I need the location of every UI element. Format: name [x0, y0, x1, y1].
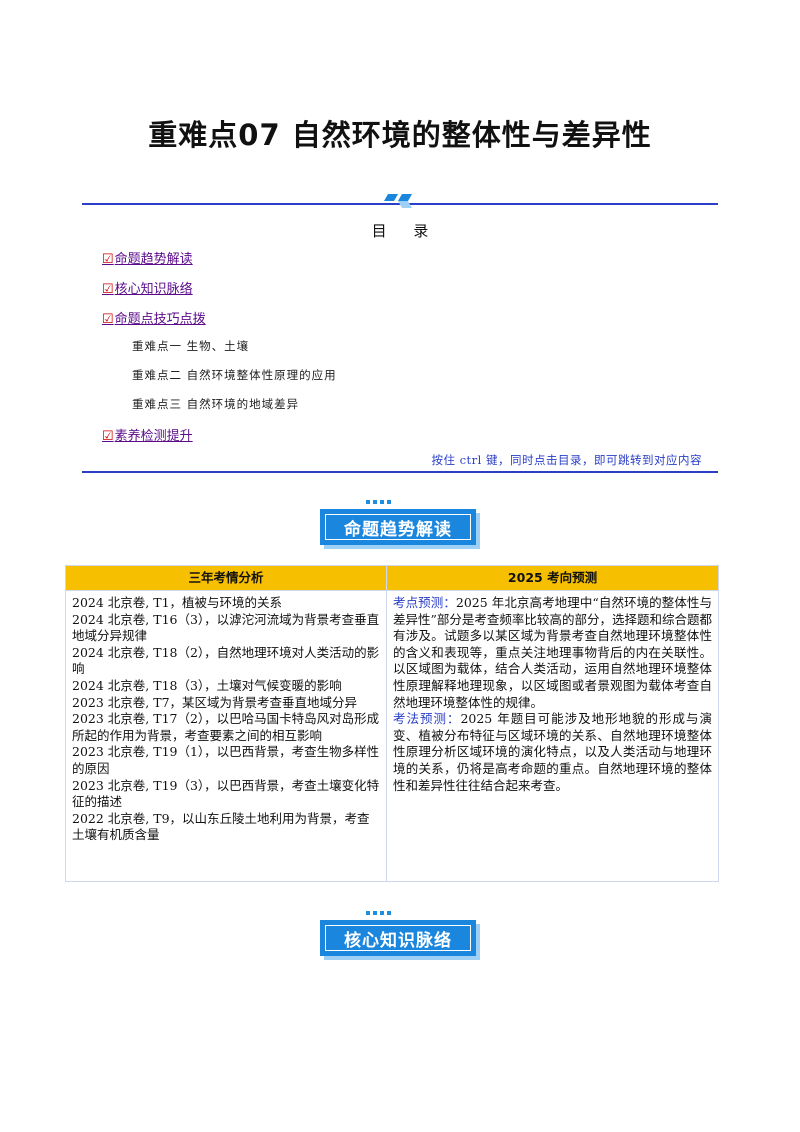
toc-link-label: 素养检测提升	[114, 429, 193, 444]
toc-link-skills[interactable]: ☑命题点技巧点拨	[102, 308, 206, 327]
analysis-entry: 2024 北京卷, T18（2），自然地理环境对人类活动的影响	[72, 644, 380, 677]
checkbox-icon: ☑	[102, 429, 114, 444]
analysis-entry: 2023 北京卷, T17（2），以巴哈马国卡特岛风对岛形成所起的作用为背景，考…	[72, 711, 380, 743]
forecast-paragraph-2: 考法预测：2025 年题目可能涉及地形地貌的形成与演变、植被分布特征与区域环境的…	[393, 711, 712, 794]
toc-heading: 目 录	[371, 222, 429, 240]
bottom-divider	[82, 471, 718, 473]
toc-link-label: 核心知识脉络	[114, 282, 193, 297]
section-banner-trend: 命题趋势解读	[320, 500, 480, 545]
banner-dots-icon	[366, 911, 391, 915]
section-banner-knowledge: 核心知识脉络	[320, 911, 480, 956]
forecast-label: 考点预测：	[393, 595, 456, 610]
analysis-table: 三年考情分析 2025 考向预测 2024 北京卷, T1，植被与环境的关系 2…	[65, 565, 719, 882]
toc-sub-item-2[interactable]: 重难点二 自然环境整体性原理的应用	[132, 368, 337, 382]
toc-link-trend[interactable]: ☑命题趋势解读	[102, 248, 193, 267]
page-title: 重难点07 自然环境的整体性与差异性	[148, 118, 652, 152]
toc-link-knowledge[interactable]: ☑核心知识脉络	[102, 278, 193, 297]
banner-label: 核心知识脉络	[325, 925, 471, 951]
checkbox-icon: ☑	[102, 252, 114, 267]
forecast-label: 考法预测：	[393, 711, 461, 727]
analysis-entry: 2023 北京卷, T19（3），以巴西背景，考查土壤变化特征的描述	[72, 777, 380, 810]
toc-link-assessment[interactable]: ☑素养检测提升	[102, 425, 193, 444]
analysis-entry: 2024 北京卷, T18（3），土壤对气候变暖的影响	[72, 677, 342, 693]
analysis-entry: 2023 北京卷, T19（1），以巴西背景，考查生物多样性的原因	[72, 744, 380, 776]
divider-ornament-icon	[384, 194, 412, 208]
checkbox-icon: ☑	[102, 312, 114, 327]
forecast-cell: 考点预测：2025 年北京高考地理中“自然环境的整体性与差异性”部分是考查频率比…	[386, 590, 719, 882]
checkbox-icon: ☑	[102, 282, 114, 297]
table-header-forecast: 2025 考向预测	[386, 565, 719, 591]
toc-link-label: 命题趋势解读	[114, 252, 193, 267]
analysis-cell: 2024 北京卷, T1，植被与环境的关系 2024 北京卷, T16（3），以…	[65, 590, 387, 882]
forecast-paragraph-1: 考点预测：2025 年北京高考地理中“自然环境的整体性与差异性”部分是考查频率比…	[393, 595, 712, 711]
analysis-entry: 2024 北京卷, T16（3），以滹沱河流域为背景考查垂直地域分异规律	[72, 611, 380, 644]
toc-sub-item-1[interactable]: 重难点一 生物、土壤	[132, 339, 250, 353]
banner-dots-icon	[366, 500, 391, 504]
analysis-entry: 2023 北京卷, T7，某区域为背景考查垂直地域分异	[72, 694, 358, 710]
banner-label: 命题趋势解读	[325, 514, 471, 540]
analysis-entry: 2022 北京卷, T9，以山东丘陵土地利用为背景，考查土壤有机质含量	[72, 810, 370, 843]
toc-sub-item-3[interactable]: 重难点三 自然环境的地域差异	[132, 397, 300, 411]
toc-hint: 按住 ctrl 键，同时点击目录，即可跳转到对应内容	[431, 453, 702, 467]
forecast-text: 2025 年题目可能涉及地形地貌的形成与演变、植被分布特征与区域环境的关系、自然…	[393, 711, 712, 793]
forecast-text: 2025 年北京高考地理中“自然环境的整体性与差异性”部分是考查频率比较高的部分…	[393, 595, 712, 710]
toc-link-label: 命题点技巧点拨	[114, 312, 206, 327]
table-header-analysis: 三年考情分析	[65, 565, 387, 591]
analysis-entry: 2024 北京卷, T1，植被与环境的关系	[72, 595, 283, 610]
